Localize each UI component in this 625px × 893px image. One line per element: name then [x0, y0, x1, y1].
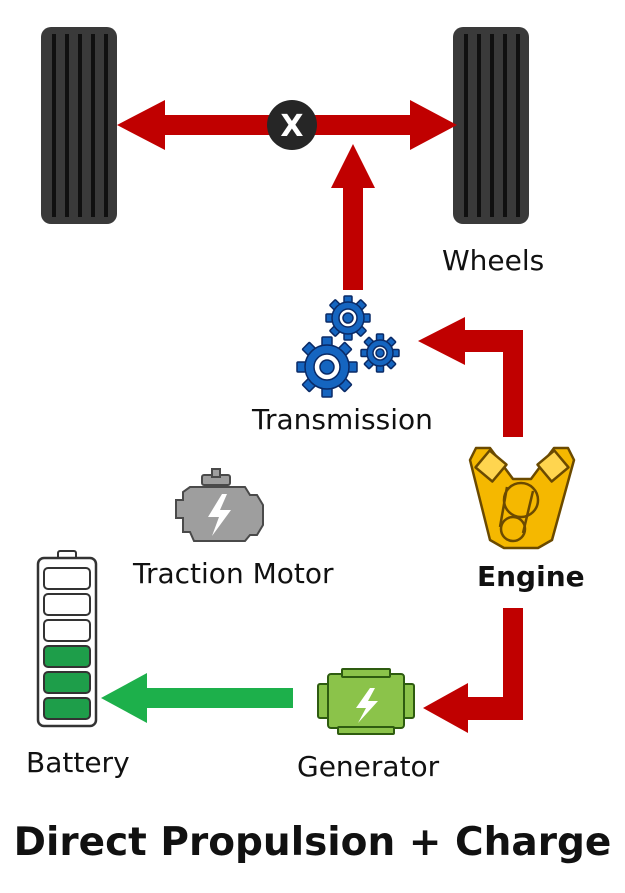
engine-label: Engine: [477, 560, 585, 593]
transmission-to-axle-arrow: [331, 144, 375, 290]
generator-label: Generator: [297, 750, 440, 783]
generator-icon: [317, 668, 415, 735]
generator-to-battery-arrow: [101, 673, 293, 723]
battery-icon: [36, 550, 98, 728]
battery-cell-empty: [43, 567, 91, 590]
differential-icon: X: [267, 100, 317, 150]
electric-motor-icon: [175, 468, 264, 542]
transmission-label: Transmission: [252, 403, 433, 436]
battery-cell-empty: [43, 593, 91, 616]
engine-icon: [468, 446, 576, 550]
battery-cell-empty: [43, 619, 91, 642]
battery-label: Battery: [26, 746, 130, 779]
engine-to-transmission-arrow: [418, 317, 523, 437]
gears-icon: [296, 295, 400, 398]
differential-label: X: [280, 109, 303, 144]
wheels-label: Wheels: [442, 244, 545, 277]
traction-motor-label: Traction Motor: [133, 557, 334, 590]
battery-cell-charged: [43, 671, 91, 694]
battery-cell-charged: [43, 697, 91, 720]
left-wheel-icon: [41, 27, 117, 224]
diagram-title: Direct Propulsion + Charge: [13, 820, 612, 865]
battery-cell-charged: [43, 645, 91, 668]
engine-to-generator-arrow: [423, 608, 523, 733]
right-wheel-icon: [453, 27, 529, 224]
